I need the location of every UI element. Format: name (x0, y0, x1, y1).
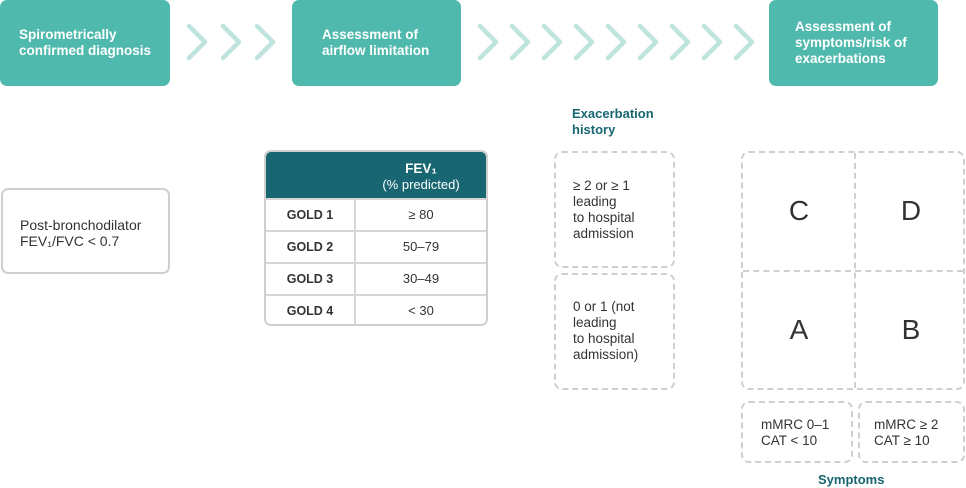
exacerbation-title-line: history (572, 122, 616, 137)
exacerbation-text-line: leading (573, 194, 617, 209)
fev1-header: FEV₁ (405, 161, 437, 176)
gold-grade: GOLD 3 (266, 264, 356, 294)
symptom-text-line: CAT ≥ 10 (874, 433, 930, 448)
step-label-line: exacerbations (795, 51, 886, 66)
exacerbation-text-line: ≥ 2 or ≥ 1 (573, 178, 630, 193)
table-row: GOLD 3 30–49 (266, 262, 486, 294)
table-row: GOLD 1 ≥ 80 (266, 198, 486, 230)
fev1-value: 50–79 (402, 239, 440, 254)
gold-grade: GOLD 2 (266, 232, 356, 262)
symptom-text-line: mMRC ≥ 2 (874, 417, 939, 432)
step-label-line: Assessment of (795, 19, 892, 34)
symptom-text-line: mMRC 0–1 (761, 417, 830, 432)
exacerbation-text-line: to hospital (573, 331, 635, 346)
step-label-line: airflow limitation (322, 43, 430, 58)
exacerbation-text-line: admission) (573, 347, 639, 362)
gold-table-header: FEV₁ (% predicted) (266, 152, 486, 198)
abcd-group-grid: C D A B (741, 151, 965, 390)
step-label-line: Spirometrically (19, 27, 117, 42)
group-c-cell: C (788, 195, 810, 226)
fev1-value: ≥ 80 (408, 207, 434, 222)
fev1-value: < 30 (408, 303, 434, 318)
diagnosis-text-line: Post-bronchodilator (20, 217, 142, 233)
diagnosis-criteria-box: Post-bronchodilator FEV₁/FVC < 0.7 (1, 188, 170, 274)
exacerbation-text-line: 0 or 1 (not (573, 299, 635, 314)
exacerbation-text-line: admission (573, 226, 634, 241)
diagnosis-text-line: FEV₁/FVC < 0.7 (20, 233, 120, 249)
exacerbation-low-box: 0 or 1 (not leading to hospital admissio… (554, 273, 675, 390)
exacerbation-high-box: ≥ 2 or ≥ 1 leading to hospital admission (554, 151, 675, 268)
exacerbation-text-line: to hospital (573, 210, 635, 225)
exacerbation-title-line: Exacerbation (572, 106, 654, 121)
grid-divider (743, 270, 963, 272)
fev1-value: 30–49 (402, 271, 440, 286)
symptom-text-line: CAT < 10 (761, 433, 818, 448)
group-b-cell: B (901, 314, 921, 345)
table-row: GOLD 2 50–79 (266, 230, 486, 262)
table-row: GOLD 4 < 30 (266, 294, 486, 324)
exacerbation-text-line: leading (573, 315, 617, 330)
symptoms-title: Symptoms (818, 472, 885, 487)
step-label-line: confirmed diagnosis (19, 43, 152, 58)
gold-grade: GOLD 1 (266, 200, 356, 230)
group-d-cell: D (900, 195, 922, 226)
exacerbation-history-title: Exacerbation history (572, 106, 654, 138)
chevron-arrows-icon (477, 23, 755, 61)
fev1-subheader: (% predicted) (382, 177, 460, 192)
group-a-cell: A (789, 314, 809, 345)
gold-grade: GOLD 4 (266, 296, 356, 324)
step-label-line: symptoms/risk of (795, 35, 907, 50)
gold-grade-table: FEV₁ (% predicted) GOLD 1 ≥ 80 GOLD 2 50… (264, 150, 488, 326)
symptoms-low-box: mMRC 0–1 CAT < 10 (741, 401, 853, 463)
chevron-arrows-icon (186, 23, 276, 61)
symptoms-high-box: mMRC ≥ 2 CAT ≥ 10 (858, 401, 965, 463)
step-label-line: Assessment of (322, 27, 419, 42)
